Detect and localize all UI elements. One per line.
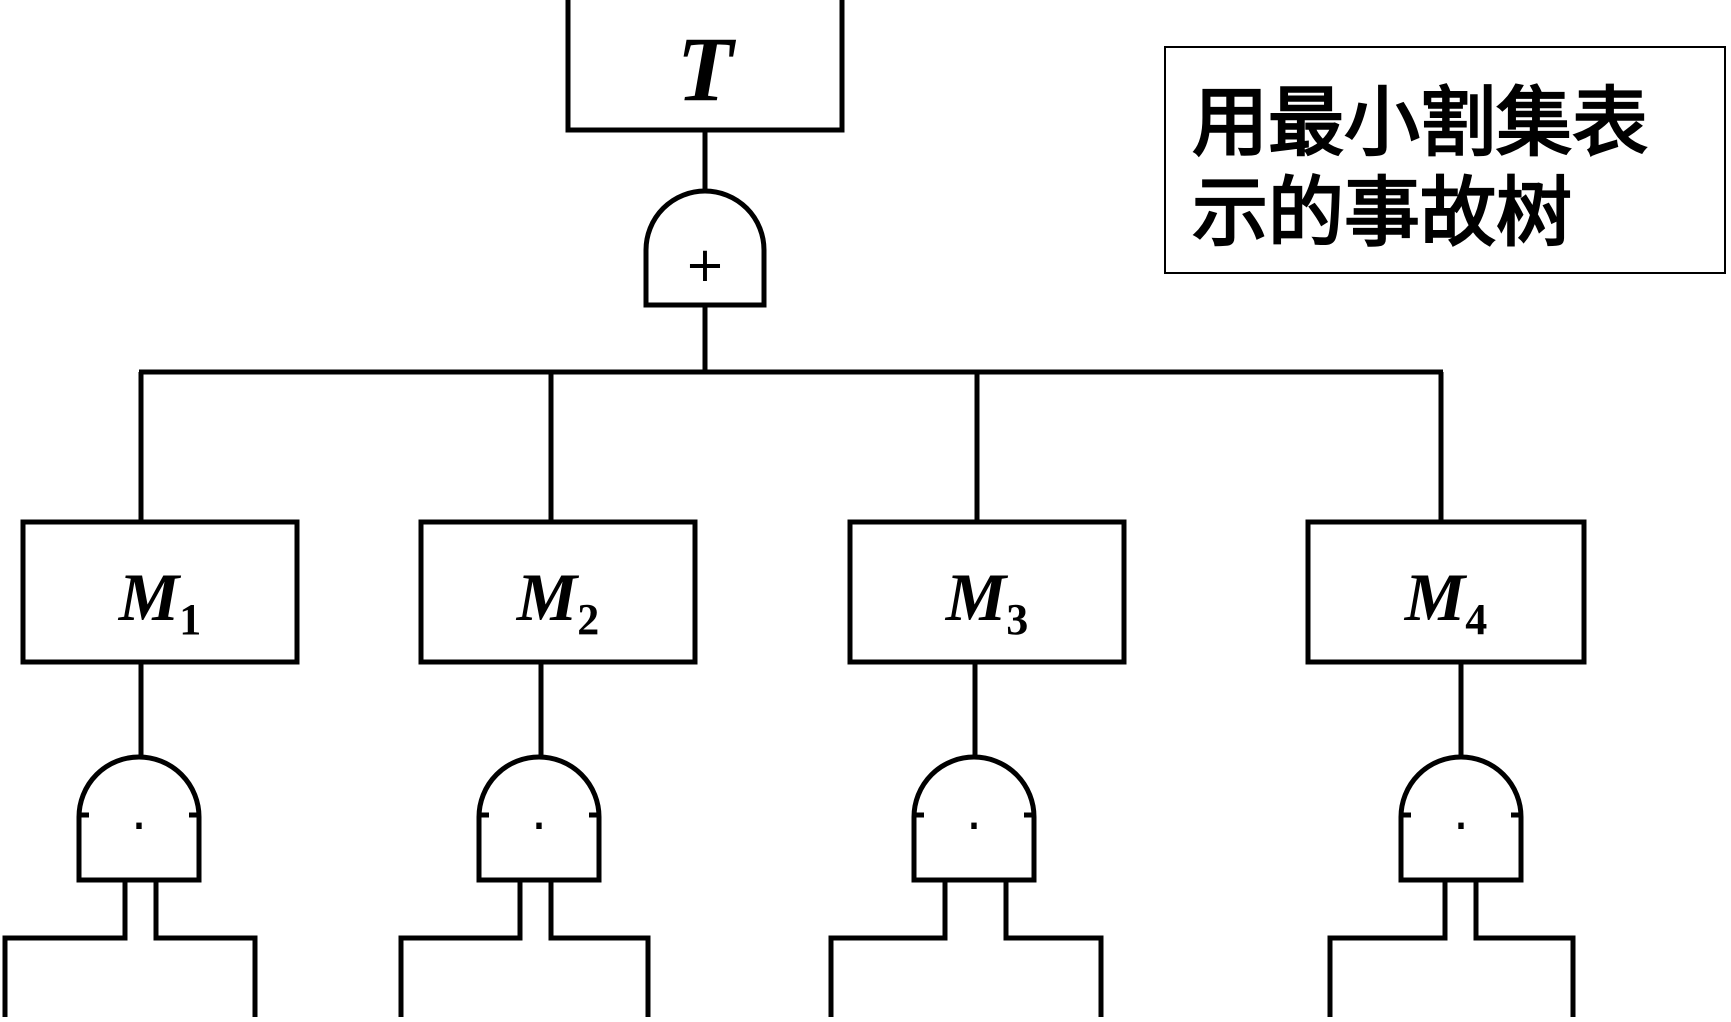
and-gate-2-symbol: · (531, 797, 548, 857)
branches-2 (398, 880, 651, 1022)
branches-1 (2, 880, 258, 1022)
svg-text:M3: M3 (945, 559, 1028, 644)
caption-box: 用最小割集表 示的事故树 (1164, 46, 1726, 274)
event-m2: M2 (418, 519, 698, 665)
and-gate-1: · (76, 754, 202, 883)
branches-4 (1327, 880, 1576, 1022)
svg-text:M2: M2 (516, 559, 599, 644)
event-m3-name: M (945, 559, 1009, 635)
branches-3 (828, 880, 1104, 1022)
svg-text:M4: M4 (1404, 559, 1487, 644)
and-gate-2: · (476, 754, 602, 883)
event-m1-name: M (118, 559, 182, 635)
event-m2-name: M (516, 559, 580, 635)
event-m1-sub: 1 (179, 595, 201, 644)
caption-line-1: 用最小割集表 (1192, 78, 1648, 167)
top-event-label: T (677, 18, 737, 120)
event-m3: M3 (847, 519, 1127, 665)
and-gate-3: · (911, 754, 1037, 883)
or-gate-symbol: + (685, 237, 725, 293)
event-m2-sub: 2 (577, 595, 599, 644)
event-m4-sub: 4 (1465, 595, 1487, 644)
top-event: T (565, 0, 845, 133)
event-m3-sub: 3 (1006, 595, 1028, 644)
event-m4-name: M (1404, 559, 1468, 635)
svg-text:M1: M1 (118, 559, 201, 644)
event-m4: M4 (1305, 519, 1587, 665)
caption-line-2: 示的事故树 (1192, 168, 1572, 257)
event-m1: M1 (20, 519, 300, 665)
and-gate-4-symbol: · (1453, 797, 1470, 857)
and-gate-1-symbol: · (131, 797, 148, 857)
and-gate-3-symbol: · (966, 797, 983, 857)
and-gate-4: · (1398, 754, 1524, 883)
or-gate: + (643, 188, 767, 308)
